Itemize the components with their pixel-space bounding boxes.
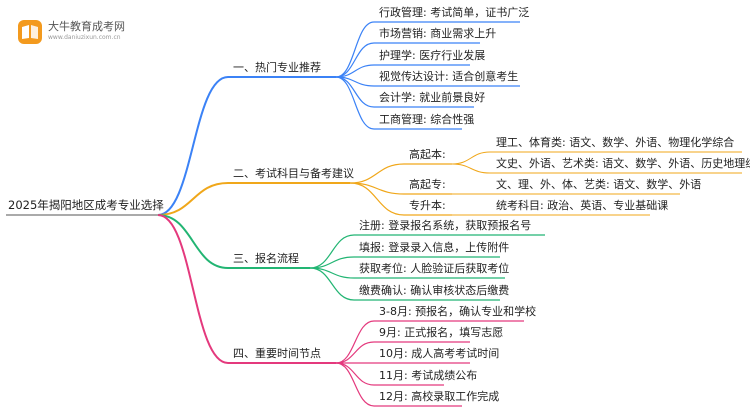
leaf-connector bbox=[309, 267, 355, 301]
logo-url: www.daniuzixun.com.cn bbox=[48, 34, 121, 41]
leaf-label: 视觉传达设计: 适合创意考生 bbox=[379, 70, 519, 83]
leaf-connector bbox=[335, 76, 375, 130]
branch-label: 一、热门专业推荐 bbox=[233, 61, 321, 74]
sub-connector bbox=[349, 163, 405, 184]
branch-label: 二、考试科目与备考建议 bbox=[233, 167, 354, 180]
leaf-connector bbox=[309, 234, 355, 269]
leaf-connector bbox=[451, 151, 491, 165]
leaf-connector bbox=[451, 163, 491, 174]
leaf-connector bbox=[335, 362, 375, 407]
logo: 大牛教育成考网 www.daniuzixun.com.cn bbox=[8, 20, 128, 52]
leaf-label: 文史、外语、艺术类: 语文、数学、外语、历史地理综合 bbox=[496, 157, 750, 170]
leaf-label: 工商管理: 综合性强 bbox=[379, 113, 475, 126]
leaf-connector bbox=[335, 341, 375, 364]
book-icon bbox=[18, 20, 42, 44]
logo-name: 大牛教育成考网 bbox=[48, 20, 125, 33]
sub-label: 高起专: bbox=[409, 178, 446, 191]
branch-connector bbox=[157, 214, 229, 269]
sub-label: 专升本: bbox=[409, 199, 446, 212]
branch-connector bbox=[157, 214, 229, 364]
leaf-label: 市场营销: 商业需求上升 bbox=[379, 27, 497, 40]
branch-label: 四、重要时间节点 bbox=[233, 347, 321, 360]
leaf-label: 统考科目: 政治、英语、专业基础课 bbox=[496, 199, 669, 212]
leaf-label: 缴费确认: 确认审核状态后缴费 bbox=[359, 284, 510, 297]
leaf-connector bbox=[335, 320, 375, 364]
branch-connector bbox=[157, 182, 229, 216]
leaf-label: 9月: 正式报名，填写志愿 bbox=[379, 326, 504, 339]
leaf-label: 11月: 考试成绩公布 bbox=[379, 369, 478, 382]
leaf-label: 理工、体育类: 语文、数学、外语、物理化学综合 bbox=[496, 136, 735, 149]
root-topic: 2025年揭阳地区成考专业选择 bbox=[8, 198, 164, 212]
sub-label: 高起本: bbox=[409, 148, 446, 161]
leaf-label: 10月: 成人高考考试时间 bbox=[379, 347, 500, 360]
leaf-label: 12月: 高校录取工作完成 bbox=[379, 390, 500, 403]
sub-connector bbox=[349, 182, 405, 216]
leaf-label: 行政管理: 考试简单，证书广泛 bbox=[379, 6, 530, 19]
leaf-label: 获取考位: 人脸验证后获取考位 bbox=[359, 262, 510, 275]
branch-label: 三、报名流程 bbox=[233, 252, 299, 265]
leaf-label: 护理学: 医疗行业发展 bbox=[379, 49, 486, 62]
leaf-label: 会计学: 就业前景良好 bbox=[379, 91, 486, 104]
leaf-label: 3-8月: 预报名，确认专业和学校 bbox=[379, 305, 537, 318]
leaf-connector bbox=[335, 42, 375, 78]
leaf-label: 文、理、外、体、艺类: 语文、数学、外语 bbox=[496, 178, 702, 191]
leaf-connector bbox=[335, 362, 375, 386]
leaf-label: 填报: 登录录入信息，上传附件 bbox=[359, 241, 510, 254]
branch-connector bbox=[157, 76, 229, 216]
leaf-label: 注册: 登录报名系统，获取预报名号 bbox=[359, 219, 532, 232]
leaf-connector bbox=[335, 21, 375, 78]
